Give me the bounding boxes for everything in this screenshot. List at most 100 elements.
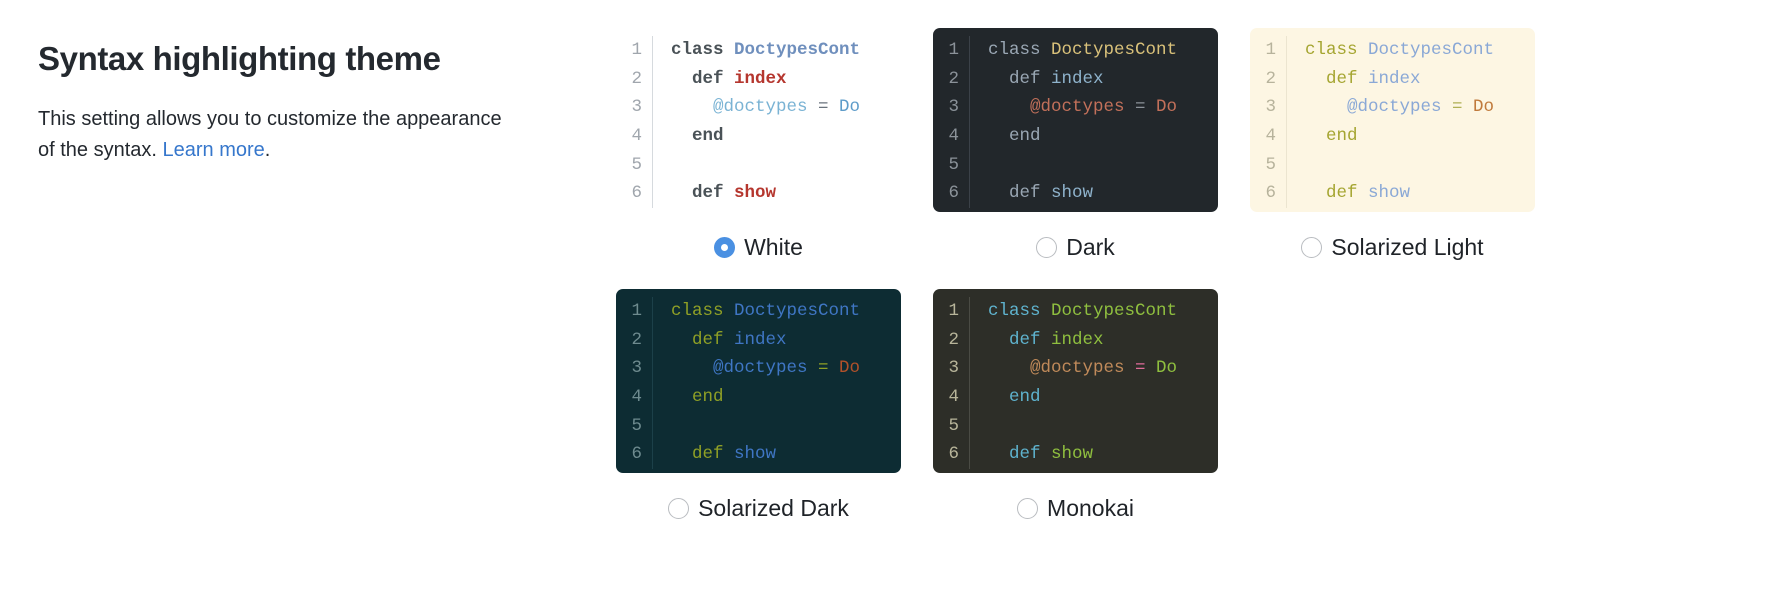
setting-description-period: . — [264, 139, 271, 161]
code-token-op: = — [1124, 358, 1157, 379]
code-token-fn: index — [1051, 329, 1104, 350]
theme-radio-row-dark[interactable]: Dark — [1036, 234, 1115, 260]
code-token-fn: index — [734, 68, 787, 89]
code-token-kw: def — [692, 183, 735, 204]
line-number: 3 — [948, 358, 959, 379]
code-line: class DoctypesCont — [988, 36, 1218, 65]
radio-solarized-dark[interactable] — [668, 497, 690, 519]
line-number: 6 — [631, 183, 642, 204]
code-token-plain — [671, 358, 713, 378]
code-token-kw: def — [1326, 183, 1369, 204]
code-token-kw: def — [692, 329, 735, 350]
code-token-kw: end — [692, 126, 724, 147]
theme-radio-row-white[interactable]: White — [714, 234, 803, 260]
code-token-kw: end — [1009, 387, 1041, 408]
line-number: 2 — [631, 329, 642, 350]
code-token-plain — [671, 387, 692, 407]
learn-more-link[interactable]: Learn more — [162, 139, 265, 161]
code-token-plain — [671, 183, 692, 203]
code-token-plain — [671, 69, 692, 89]
code-body: class DoctypesCont def index @doctypes =… — [652, 36, 901, 208]
code-token-plain — [988, 330, 1009, 350]
code-token-plain — [1305, 97, 1347, 117]
code-line: def index — [671, 326, 901, 355]
code-line: @doctypes = Do — [988, 93, 1218, 122]
code-token-plain — [988, 444, 1009, 464]
code-token-cls: DoctypesCont — [1368, 40, 1495, 60]
code-token-var: @doctypes — [1347, 97, 1442, 118]
line-number: 3 — [948, 97, 959, 118]
code-token-plain — [988, 97, 1030, 117]
code-line: end — [1305, 122, 1535, 151]
code-token-plain — [671, 444, 692, 464]
code-line — [988, 151, 1218, 180]
code-token-var: @doctypes — [713, 358, 808, 379]
radio-white[interactable] — [714, 236, 736, 258]
code-token-plain — [1305, 126, 1326, 146]
radio-monokai[interactable] — [1017, 497, 1039, 519]
radio-label-monokai: Monokai — [1047, 495, 1134, 521]
code-line: @doctypes = Do — [671, 93, 901, 122]
code-token-kw: def — [1009, 444, 1052, 465]
code-line: def index — [671, 65, 901, 94]
line-number: 3 — [631, 358, 642, 379]
theme-radio-row-solarized-dark[interactable]: Solarized Dark — [668, 495, 849, 521]
line-number: 1 — [631, 40, 642, 60]
code-token-fn: index — [1051, 68, 1104, 89]
line-number: 5 — [631, 154, 642, 175]
line-number: 5 — [948, 415, 959, 436]
code-token-fn: show — [1368, 183, 1411, 204]
code-token-plain — [988, 69, 1009, 89]
code-token-fn: index — [734, 329, 787, 350]
code-token-fn: show — [734, 183, 777, 204]
line-number: 5 — [948, 154, 959, 175]
code-token-kw: class — [671, 301, 735, 321]
radio-label-white: White — [744, 234, 803, 260]
radio-dark[interactable] — [1036, 236, 1058, 258]
setting-info: Syntax highlighting theme This setting a… — [38, 38, 538, 166]
theme-radio-row-monokai[interactable]: Monokai — [1017, 495, 1134, 521]
code-token-fn: show — [734, 444, 777, 465]
code-token-plain — [671, 330, 692, 350]
code-token-op: = — [807, 358, 840, 379]
code-token-const: Do — [1473, 97, 1495, 118]
line-number: 6 — [948, 444, 959, 465]
line-number: 2 — [1265, 68, 1276, 89]
code-token-const: Do — [839, 358, 861, 379]
code-line: def index — [988, 65, 1218, 94]
code-line: def index — [1305, 65, 1535, 94]
setting-description: This setting allows you to customize the… — [38, 104, 508, 166]
code-token-plain — [988, 358, 1030, 378]
radio-solarized-light[interactable] — [1301, 236, 1323, 258]
code-line: class DoctypesCont — [1305, 36, 1535, 65]
line-number: 6 — [1265, 183, 1276, 204]
line-number: 5 — [631, 415, 642, 436]
code-token-plain — [671, 126, 692, 146]
code-token-fn: show — [1051, 444, 1094, 465]
line-number: 1 — [948, 40, 959, 60]
code-token-var: @doctypes — [1030, 358, 1125, 379]
theme-radio-row-solarized-light[interactable]: Solarized Light — [1301, 234, 1484, 260]
code-token-const: Do — [1156, 97, 1178, 118]
code-token-kw: class — [988, 40, 1052, 60]
code-line: end — [988, 383, 1218, 412]
code-body: class DoctypesCont def index @doctypes =… — [969, 36, 1218, 208]
line-number: 2 — [948, 329, 959, 350]
code-token-kw: end — [1009, 126, 1041, 147]
code-line: class DoctypesCont — [988, 297, 1218, 326]
code-token-kw: class — [671, 40, 735, 60]
code-line: def show — [671, 440, 901, 469]
line-number: 1 — [631, 301, 642, 321]
